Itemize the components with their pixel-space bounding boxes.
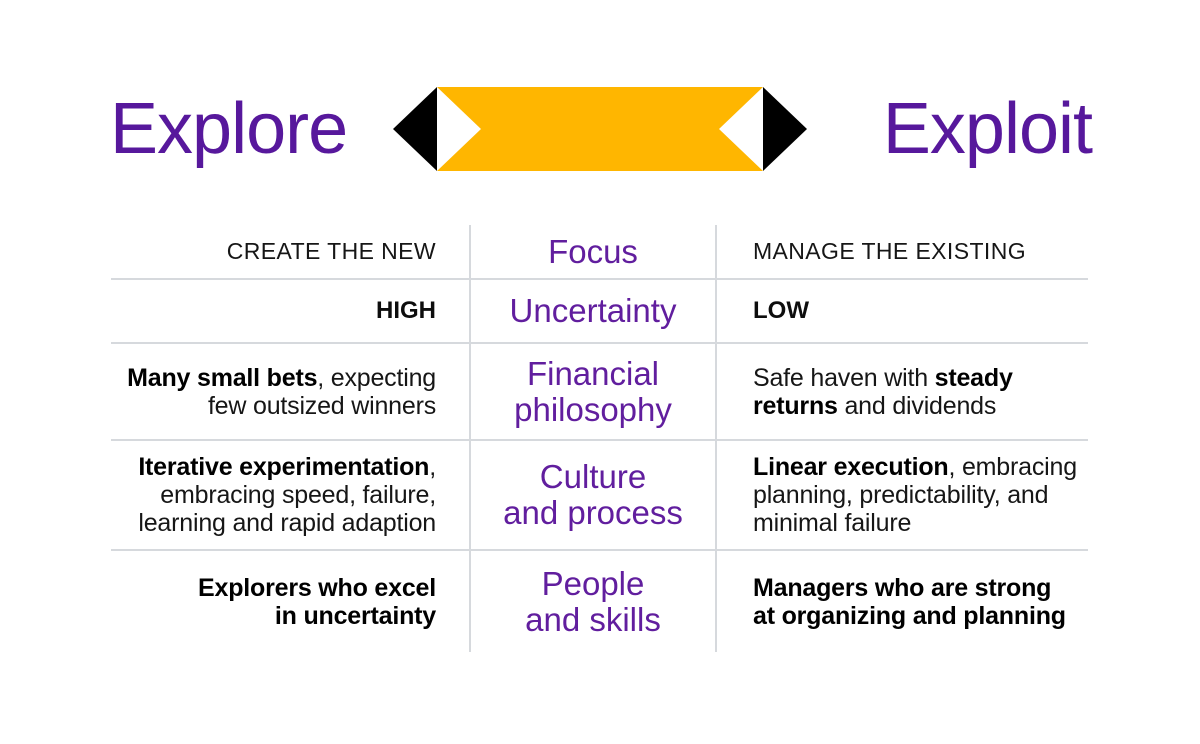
cell-explore-culture: Iterative experimentation,embracing spee… (111, 441, 469, 551)
explore-title: Explore (110, 89, 348, 169)
cell-explore-uncertainty: HIGH (111, 280, 469, 344)
cell-text: CREATE THE NEW (226, 238, 436, 264)
cell-text: Focus (548, 232, 638, 270)
cell-category-uncertainty: Uncertainty (469, 280, 717, 344)
cell-exploit-focus-header: MANAGE THE EXISTING (717, 225, 1088, 280)
header: Explore Exploit (0, 0, 1200, 225)
cell-text: LOW (753, 297, 809, 324)
cell-text: HIGH (376, 297, 436, 324)
cell-exploit-uncertainty: LOW (717, 280, 1088, 344)
cell-category-focus: Focus (469, 225, 717, 280)
comparison-table: CREATE THE NEW Focus MANAGE THE EXISTING… (111, 225, 1088, 652)
exploit-title: Exploit (882, 89, 1093, 169)
cell-text: Iterative experimentation,embracing spee… (138, 453, 436, 537)
cell-explore-focus-header: CREATE THE NEW (111, 225, 469, 280)
explore-exploit-arrow-icon (393, 87, 807, 171)
cell-text: MANAGE THE EXISTING (753, 238, 1026, 264)
cell-text: Uncertainty (509, 292, 677, 329)
